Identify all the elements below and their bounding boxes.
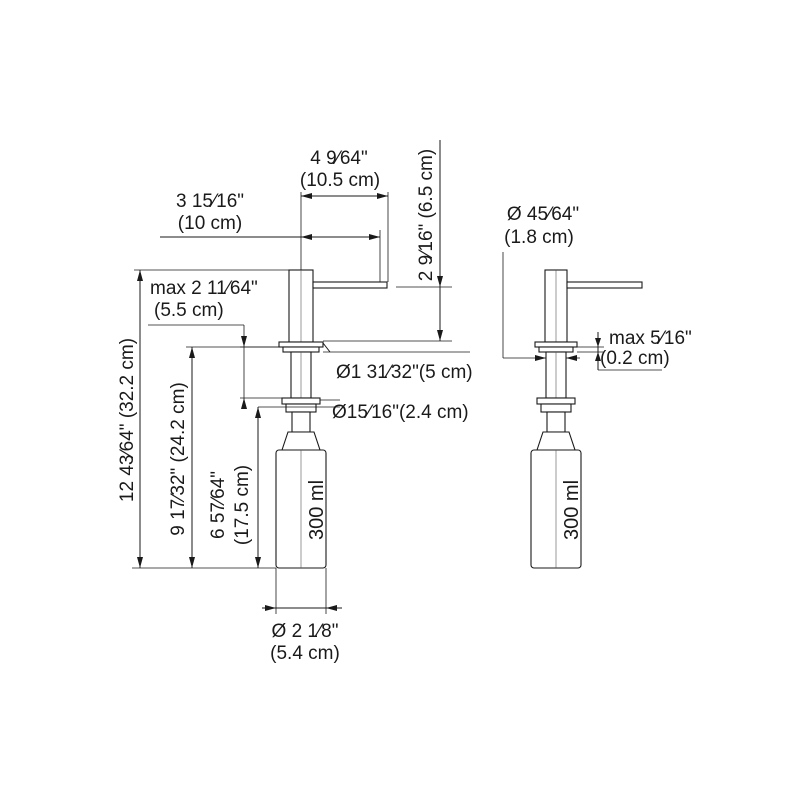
under-counter-label: 9 17⁄32" (24.2 cm) [168, 382, 189, 536]
bottle-neck [291, 411, 311, 433]
right-nut-top [536, 397, 576, 405]
bottle-height-cm: (17.5 cm) [232, 465, 253, 545]
right-flange-top [534, 341, 578, 348]
bottle-dia-cm: (5.4 cm) [270, 643, 340, 664]
right-dimensions [502, 252, 662, 371]
right-flange-ring [538, 346, 574, 353]
right-shoulder [536, 431, 576, 451]
right-spout [566, 281, 643, 289]
spout-reach-cm: (10.5 cm) [300, 170, 380, 191]
right-neck [546, 411, 566, 433]
right-dispenser [530, 269, 643, 569]
head-height-label: 2 9⁄16" (6.5 cm) [416, 149, 437, 281]
flange-dia-label: Ø1 31⁄32"(5 cm) [336, 362, 473, 383]
stem-dia-inch: Ø 45⁄64" [507, 204, 579, 225]
right-volume-label: 300 ml [561, 480, 583, 540]
bottle-height-inch: 6 57⁄64" [208, 471, 229, 539]
max-gap-cm: (0.2 cm) [600, 348, 670, 369]
bottle-shoulder [281, 431, 321, 451]
mounting-nut-top [281, 397, 321, 405]
flange-top [278, 341, 324, 348]
left-dimensions [132, 140, 470, 614]
max-gap-inch: max 5⁄16" [609, 328, 692, 349]
max-counter-inch: max 2 11⁄64" [150, 278, 258, 299]
left-volume-label: 300 ml [306, 480, 328, 540]
stem-dia-cm: (1.8 cm) [504, 227, 574, 248]
right-nut [540, 403, 572, 413]
total-height-label: 12 43⁄64" (32.2 cm) [117, 338, 138, 502]
hole-dia-label: Ø15⁄16"(2.4 cm) [332, 402, 469, 423]
left-dispenser [275, 269, 388, 569]
spout-reach-inch: 4 9⁄64" [310, 148, 367, 169]
spout-to-center-cm: (10 cm) [178, 213, 242, 234]
mounting-nut [285, 403, 317, 413]
max-counter-cm: (5.5 cm) [154, 300, 224, 321]
bottle-dia-inch: Ø 2 1⁄8" [272, 621, 339, 642]
spout-to-center-inch: 3 15⁄16" [176, 191, 244, 212]
spout [312, 281, 388, 289]
flange-ring [282, 346, 320, 353]
